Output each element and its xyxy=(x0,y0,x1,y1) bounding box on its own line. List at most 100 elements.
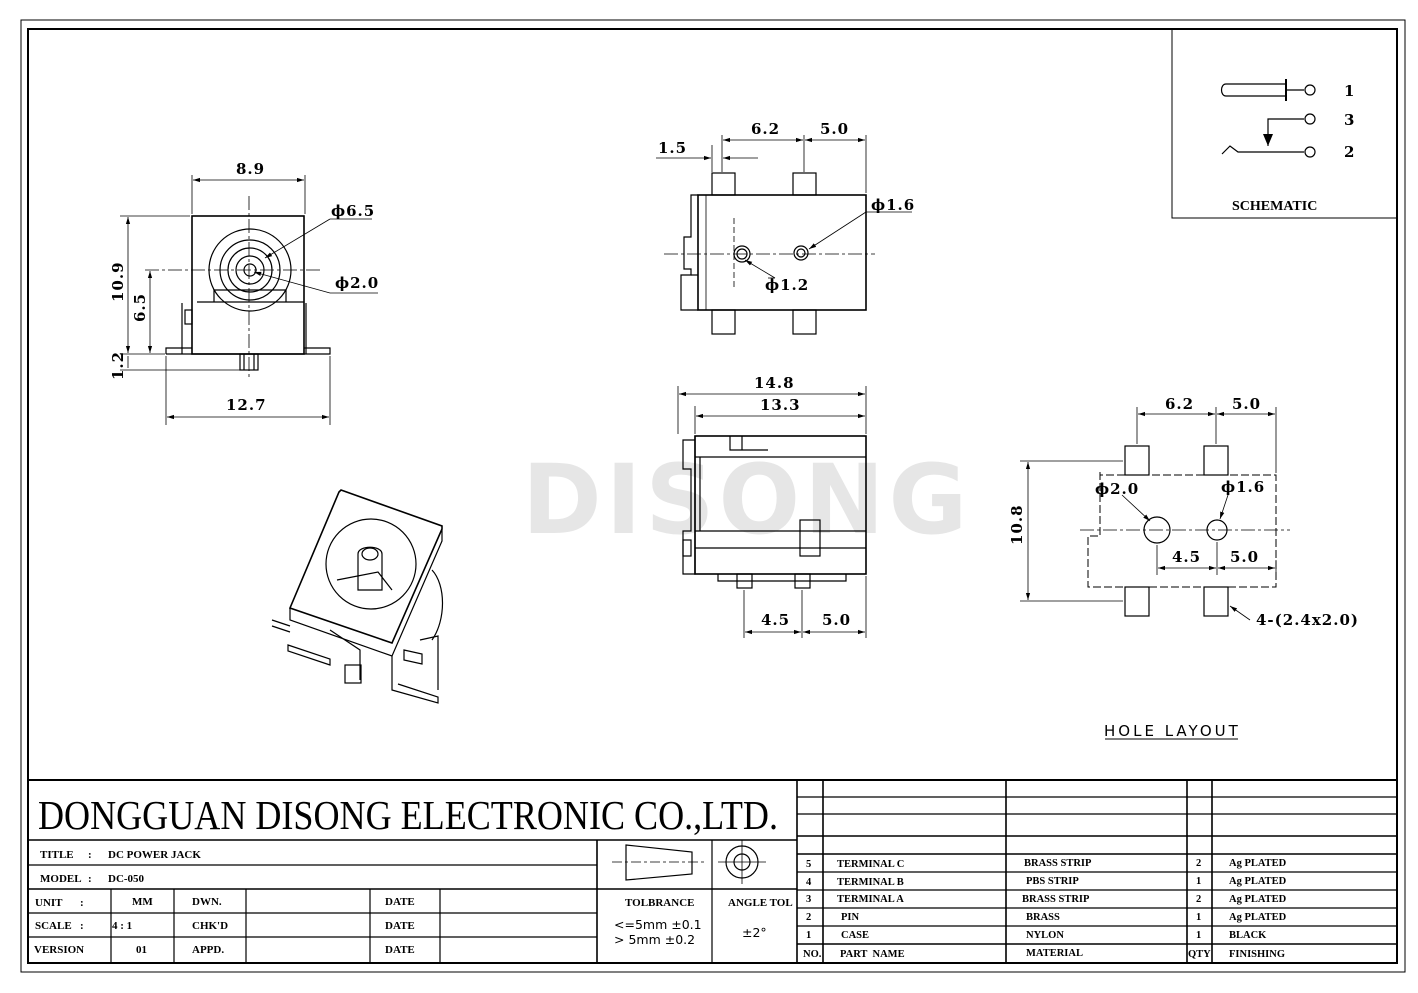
bom-no: 1 xyxy=(806,930,811,941)
watermark: DISONG xyxy=(522,444,971,556)
hole-dia-small: ϕ1.6 xyxy=(1221,478,1265,496)
version-label: VERSION xyxy=(34,944,84,956)
hole-pads: 4-(2.4x2.0) xyxy=(1256,611,1359,629)
title-value: DC POWER JACK xyxy=(108,849,201,861)
front-outer-dia: ϕ6.5 xyxy=(331,202,375,220)
appd-label: APPD. xyxy=(192,944,224,956)
date-label-2: DATE xyxy=(385,920,415,932)
outer-border xyxy=(20,19,1406,973)
schematic-pin2: 2 xyxy=(1344,143,1355,161)
bom-header-no: NO. xyxy=(803,949,822,960)
front-width-top: 8.9 xyxy=(236,160,265,178)
bom-row: 4 TERMINAL B PBS STRIP 1 Ag PLATED xyxy=(806,876,1287,888)
bom-header-material: MATERIAL xyxy=(1026,948,1083,959)
front-base-offset: 1.2 xyxy=(109,351,127,380)
title-label: TITLE xyxy=(40,849,74,861)
front-height-total: 10.9 xyxy=(109,261,127,302)
bom-no: 3 xyxy=(806,894,811,905)
side-length-body: 13.3 xyxy=(760,396,801,414)
tolerance-line-1: <=5mm ±0.1 xyxy=(614,917,702,932)
title-colon: : xyxy=(88,849,92,861)
bom-qty: 2 xyxy=(1196,894,1201,905)
hole-pitch-top-a: 6.2 xyxy=(1165,395,1194,413)
bom-header-finish: FINISHING xyxy=(1229,949,1285,960)
angle-tol-label: ANGLE TOL xyxy=(728,897,793,909)
bom-material: NYLON xyxy=(1026,930,1064,941)
schematic-pin1: 1 xyxy=(1344,82,1355,100)
front-pin-dia: ϕ2.0 xyxy=(335,274,379,292)
bom-finish: Ag PLATED xyxy=(1229,912,1287,923)
bom-no: 5 xyxy=(806,859,811,870)
model-label: MODEL xyxy=(40,873,82,885)
bom-finish: Ag PLATED xyxy=(1229,894,1287,905)
chkd-label: CHK'D xyxy=(192,920,228,932)
front-height-center: 6.5 xyxy=(131,293,149,322)
hole-layout-view xyxy=(1020,407,1290,740)
hole-pitch-mid-b: 5.0 xyxy=(1230,548,1259,566)
hole-height: 10.8 xyxy=(1008,504,1026,545)
bom-finish: Ag PLATED xyxy=(1229,876,1287,887)
bom-table: 5 TERMINAL C BRASS STRIP 2 Ag PLATED 4 T… xyxy=(803,858,1287,960)
title-block-lines xyxy=(28,779,1397,963)
top-hole-mid: ϕ1.2 xyxy=(765,276,809,294)
bom-qty: 1 xyxy=(1196,930,1201,941)
bom-finish: Ag PLATED xyxy=(1229,858,1287,869)
bom-header-part: PART NAME xyxy=(840,949,905,960)
model-value: DC-050 xyxy=(108,873,145,885)
front-width-bottom: 12.7 xyxy=(226,396,267,414)
side-length-total: 14.8 xyxy=(754,374,795,392)
hole-pitch-top-b: 5.0 xyxy=(1232,395,1261,413)
side-pitch-a: 4.5 xyxy=(761,611,790,629)
top-pin-width: 1.5 xyxy=(658,139,687,157)
side-view xyxy=(677,386,867,638)
hole-dia-big: ϕ2.0 xyxy=(1095,480,1139,498)
bom-qty: 1 xyxy=(1196,876,1201,887)
bom-material: BRASS STRIP xyxy=(1024,858,1092,869)
bom-row: 5 TERMINAL C BRASS STRIP 2 Ag PLATED xyxy=(806,858,1287,870)
bom-part: TERMINAL B xyxy=(837,877,904,888)
scale-colon: : xyxy=(80,920,84,932)
bom-no: 4 xyxy=(806,877,812,888)
date-label-3: DATE xyxy=(385,944,415,956)
isometric-view xyxy=(271,489,443,704)
schematic xyxy=(1171,29,1397,219)
bom-material: PBS STRIP xyxy=(1026,876,1079,887)
unit-label: UNIT xyxy=(35,897,63,909)
scale-label: SCALE xyxy=(35,920,72,932)
dwn-label: DWN. xyxy=(192,896,222,908)
top-view xyxy=(656,135,912,335)
top-hole-small: ϕ1.6 xyxy=(871,196,915,214)
company-name: DONGGUAN DISONG ELECTRONIC CO.,LTD. xyxy=(38,792,778,838)
bom-no: 2 xyxy=(806,912,811,923)
bom-finish: BLACK xyxy=(1229,930,1267,941)
date-label-1: DATE xyxy=(385,896,415,908)
hole-layout-caption: HOLE LAYOUT xyxy=(1104,722,1241,740)
bom-row: 3 TERMINAL A BRASS STRIP 2 Ag PLATED xyxy=(806,894,1287,905)
bom-header-row: NO. PART NAME MATERIAL QTY FINISHING xyxy=(803,948,1285,960)
schematic-label: SCHEMATIC xyxy=(1232,199,1317,214)
bom-material: BRASS xyxy=(1026,912,1060,923)
top-pitch-b: 5.0 xyxy=(820,120,849,138)
bom-qty: 1 xyxy=(1196,912,1201,923)
bom-row: 2 PIN BRASS 1 Ag PLATED xyxy=(806,912,1287,923)
front-view xyxy=(120,175,378,425)
unit-value: MM xyxy=(132,896,153,908)
bom-part: PIN xyxy=(841,912,860,923)
version-value: 01 xyxy=(136,944,147,956)
tolerance-label: TOLBRANCE xyxy=(625,897,694,909)
hole-pitch-mid-a: 4.5 xyxy=(1172,548,1201,566)
top-pitch-a: 6.2 xyxy=(751,120,780,138)
bom-row: 1 CASE NYLON 1 BLACK xyxy=(806,930,1267,941)
schematic-pin3: 3 xyxy=(1344,111,1355,129)
bom-header-qty: QTY xyxy=(1188,949,1211,960)
bom-part: CASE xyxy=(841,930,869,941)
bom-material: BRASS STRIP xyxy=(1022,894,1090,905)
unit-colon: : xyxy=(80,897,84,909)
angle-tol-value: ±2° xyxy=(742,925,767,940)
bom-part: TERMINAL A xyxy=(837,894,904,905)
side-pitch-b: 5.0 xyxy=(822,611,851,629)
model-colon: : xyxy=(88,873,92,885)
tolerance-line-2: > 5mm ±0.2 xyxy=(614,932,695,947)
bom-qty: 2 xyxy=(1196,858,1201,869)
